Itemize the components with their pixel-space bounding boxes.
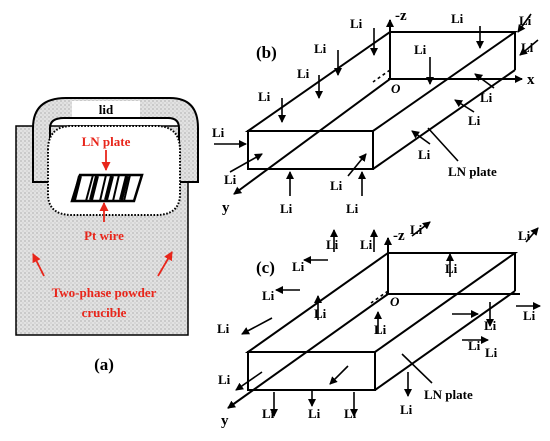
li-label: Li xyxy=(218,372,231,387)
li-arrow xyxy=(329,365,349,385)
panel-c: (c) -z y O LN plate Li Li Li Li Li xyxy=(217,221,541,429)
li-label: Li xyxy=(280,201,293,216)
powder-arrow-right xyxy=(157,251,173,277)
li-label: Li xyxy=(485,345,498,360)
li-label: Li xyxy=(217,321,230,336)
li-label: Li xyxy=(346,201,359,216)
li-arrow xyxy=(229,153,263,173)
lid-label: lid xyxy=(99,102,114,117)
li-label: Li xyxy=(258,89,271,104)
li-flux-b: Li Li Li Li Li Li Li Li Li Li Li Li xyxy=(212,11,539,216)
li-label: Li xyxy=(262,288,275,303)
li-arrow xyxy=(454,99,475,113)
li-label: Li xyxy=(360,237,373,252)
li-label: Li xyxy=(262,406,275,421)
li-label: Li xyxy=(480,90,493,105)
li-label: Li xyxy=(308,406,321,421)
axis-y-label-b: y xyxy=(222,200,230,216)
li-label: Li xyxy=(523,308,536,323)
li-label: Li xyxy=(350,16,363,31)
li-arrow xyxy=(347,153,367,177)
ln-plate-box-c xyxy=(244,252,519,391)
plate-pointer-b xyxy=(427,127,459,162)
panel-a: lid LN plate Pt wire Two-phase powder cr… xyxy=(15,97,199,374)
caption-b: (b) xyxy=(256,43,277,62)
crucible-label-line2: crucible xyxy=(82,305,127,320)
axis-y-label-c: y xyxy=(221,413,229,429)
li-label: Li xyxy=(410,222,423,237)
origin-label-c: O xyxy=(390,294,400,309)
li-arrow xyxy=(525,227,539,243)
li-label: Li xyxy=(212,125,225,140)
li-flux-c: Li Li Li Li Li Li Li Li Li Li Li Li L xyxy=(217,221,541,421)
plate-label-c: LN plate xyxy=(424,387,473,402)
caption-c: (c) xyxy=(256,258,275,277)
pt-wire xyxy=(72,175,129,201)
origin-label-b: O xyxy=(391,81,401,96)
li-label: Li xyxy=(297,66,310,81)
axis-y-b xyxy=(233,78,391,195)
plate-pointer-c xyxy=(401,353,433,384)
caption-a: (a) xyxy=(94,355,114,374)
li-label: Li xyxy=(518,228,531,243)
li-label: Li xyxy=(224,172,237,187)
li-arrow xyxy=(411,221,431,237)
panel-b: (b) -z x y O LN plate Li Li Li Li xyxy=(212,8,539,216)
li-label: Li xyxy=(314,41,327,56)
powder-arrow-left xyxy=(32,253,45,277)
li-label: Li xyxy=(314,306,327,321)
wire-label: Pt wire xyxy=(84,228,124,243)
plate-label-b: LN plate xyxy=(448,164,497,179)
li-arrow xyxy=(411,130,431,145)
li-arrow xyxy=(517,13,532,33)
lid-label-box xyxy=(72,101,140,117)
crucible-label-line1: Two-phase powder xyxy=(52,285,157,300)
li-arrow xyxy=(474,73,495,89)
axis-z-label-b: -z xyxy=(395,8,407,24)
li-label: Li xyxy=(374,322,387,337)
li-label: Li xyxy=(400,402,413,417)
li-label: Li xyxy=(418,147,431,162)
axis-y-c xyxy=(227,293,389,409)
li-label: Li xyxy=(292,259,305,274)
plate-label-a: LN plate xyxy=(82,134,131,149)
ln-plate-box-b xyxy=(244,31,519,170)
li-label: Li xyxy=(451,11,464,26)
li-label: Li xyxy=(414,42,427,57)
li-label: Li xyxy=(468,338,481,353)
li-label: Li xyxy=(326,237,339,252)
li-label: Li xyxy=(468,113,481,128)
axis-z-label-c: -z xyxy=(393,228,405,244)
li-arrow xyxy=(519,39,539,56)
axis-x-label-b: x xyxy=(527,72,535,88)
li-label: Li xyxy=(445,261,458,276)
li-arrow xyxy=(235,371,263,391)
li-label: Li xyxy=(330,178,343,193)
li-arrow xyxy=(241,317,273,335)
